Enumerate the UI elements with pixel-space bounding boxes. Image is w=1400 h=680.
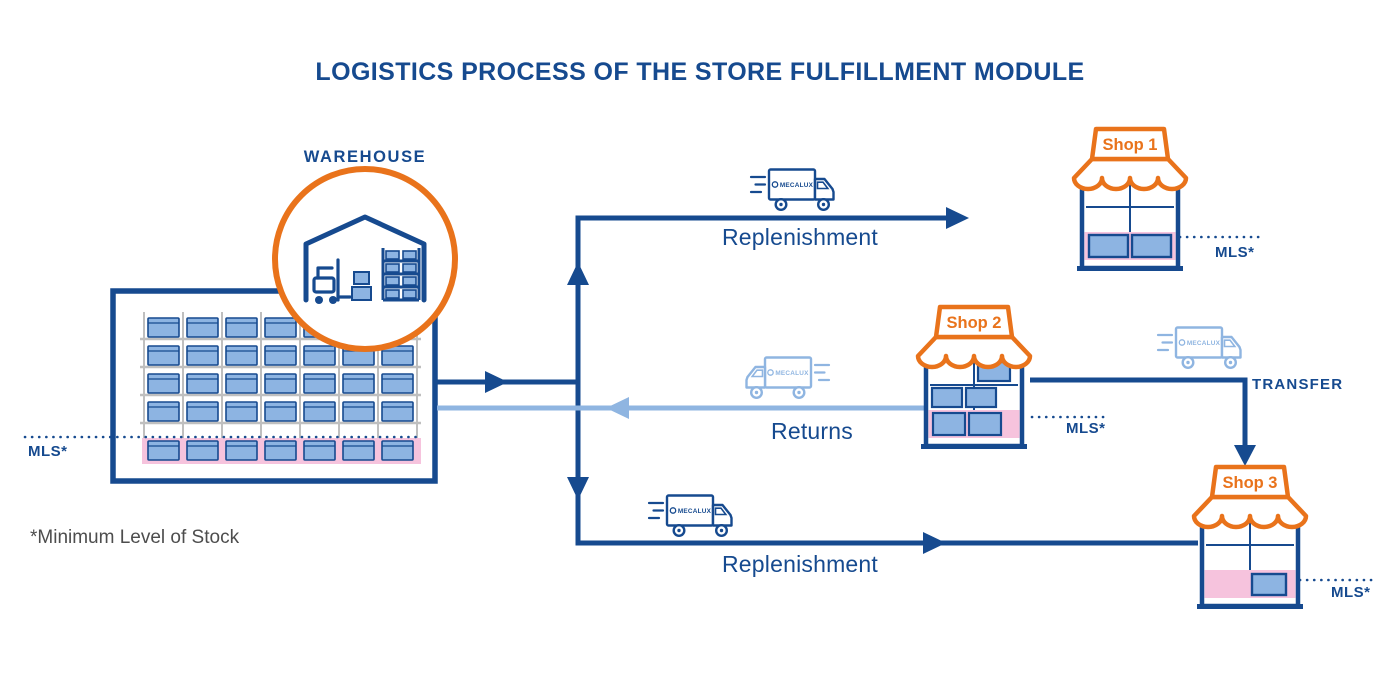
flow-line-bottom-replenishment (575, 380, 1198, 546)
mls-label-shop1: MLS* (1215, 244, 1255, 261)
shop1-boxes (1087, 233, 1173, 259)
truck-icon-transfer: MECALUX (1156, 326, 1242, 369)
flow-arrowheads-dark (485, 207, 1256, 554)
truck-icon-returns: MECALUX (745, 356, 831, 399)
returns-label: Returns (771, 418, 853, 444)
arrowhead-transfer (1234, 445, 1256, 466)
shop3-icon: Shop 3 (1191, 464, 1309, 609)
mecalux-logo-icon (1178, 339, 1186, 346)
warehouse-building-icon (303, 214, 427, 304)
mecalux-logo-icon (771, 181, 779, 188)
arrowhead-to-shop3 (923, 532, 946, 554)
arrowhead-returns (606, 397, 629, 419)
mecalux-logo-icon (669, 507, 677, 514)
truck-icon-replenishment-top: MECALUX (749, 168, 835, 212)
shop1-windows (1086, 180, 1174, 232)
arrowhead-up (567, 262, 589, 285)
mls-label-shop3: MLS* (1331, 584, 1371, 601)
shop3-banner (1209, 464, 1291, 500)
arrowhead-to-shop1 (946, 207, 969, 229)
mini-rack-boxes (385, 250, 417, 299)
replenishment-top-label: Replenishment (721, 224, 879, 250)
shop1-banner (1089, 126, 1171, 162)
truck-brand-text: MECALUX (780, 182, 814, 189)
shop2-awning (915, 334, 1033, 370)
warehouse-label: WAREHOUSE (303, 148, 427, 166)
warehouse-circle-icon (272, 166, 458, 352)
mls-label-shop2: MLS* (1066, 420, 1106, 437)
mls-footnote: *Minimum Level of Stock (30, 527, 240, 548)
replenishment-bottom-label: Replenishment (721, 551, 879, 577)
flow-line-transfer (1030, 377, 1248, 447)
truck-icon-replenishment-bottom: MECALUX (647, 494, 733, 537)
shop3-windows (1206, 518, 1294, 570)
shop3-awning (1191, 494, 1309, 530)
shop3-boxes (1250, 572, 1288, 597)
shop1-icon: Shop 1 (1071, 126, 1189, 271)
stacked-boxes-icon (351, 271, 372, 301)
diagram-title: LOGISTICS PROCESS OF THE STORE FULFILLME… (315, 58, 1085, 86)
shop1-name: Shop 1 (1102, 136, 1157, 154)
shop3-name: Shop 3 (1222, 474, 1277, 492)
mecalux-logo-icon (767, 369, 774, 376)
shop2-name: Shop 2 (946, 314, 1001, 332)
shop2-icon: Shop 2 (915, 304, 1033, 449)
transfer-label: TRANSFER (1252, 376, 1344, 393)
truck-brand-text: MECALUX (1187, 340, 1221, 347)
arrowhead-warehouse-out (485, 371, 508, 393)
mls-label-warehouse: MLS* (28, 443, 68, 460)
shop1-awning (1071, 156, 1189, 192)
forklift-icon (312, 258, 352, 304)
mini-rack-icon (381, 248, 421, 302)
arrowhead-down (567, 477, 589, 500)
truck-brand-text: MECALUX (775, 370, 809, 377)
shop2-banner (933, 304, 1015, 340)
truck-brand-text: MECALUX (678, 508, 712, 515)
warehouse-rack-icon (110, 288, 438, 484)
rack-frame (140, 312, 421, 462)
